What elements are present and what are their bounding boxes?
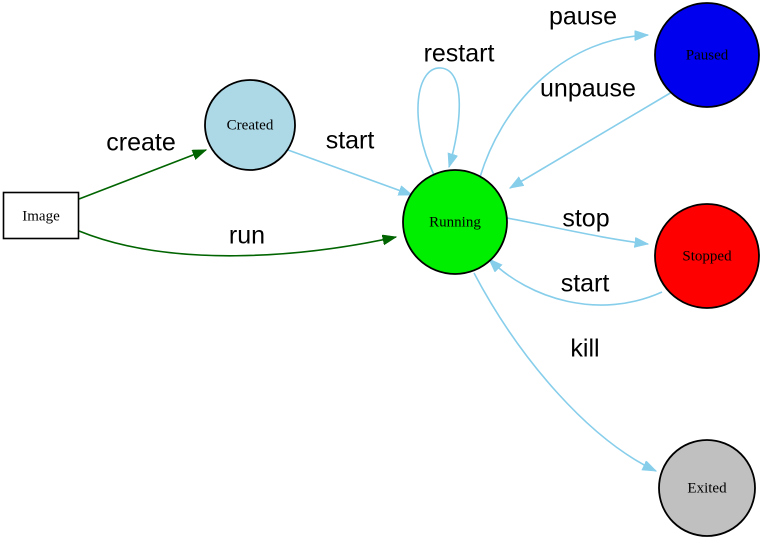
edge-kill-path [473, 272, 656, 472]
node-running-circle[interactable] [402, 169, 508, 275]
node-running[interactable]: Running [402, 169, 508, 275]
node-paused-label: Paused [686, 47, 729, 63]
edge-restart-path [417, 67, 461, 176]
edge-label-restart: restart [424, 40, 495, 68]
node-exited[interactable]: Exited [658, 439, 756, 537]
node-exited-label: Exited [687, 480, 727, 496]
edge-label-layer: create run start restart pause unpause s… [106, 3, 636, 363]
edge-run-path [78, 230, 396, 257]
node-stopped-circle[interactable] [654, 203, 760, 309]
node-running-label: Running [429, 214, 481, 230]
edge-unpause-path [510, 91, 673, 189]
edge-label-kill: kill [570, 335, 599, 363]
edge-create-path [78, 149, 206, 200]
node-stopped[interactable]: Stopped [654, 203, 760, 309]
edge-label-start-created: start [326, 127, 375, 155]
edge-label-create: create [106, 129, 175, 157]
node-created-circle[interactable] [204, 79, 296, 171]
node-paused[interactable]: Paused [654, 2, 760, 108]
edge-label-pause: pause [549, 3, 617, 31]
edge-label-start-stopped: start [561, 270, 610, 298]
edge-start-created-path [287, 149, 412, 196]
edge-layer [78, 35, 673, 472]
node-paused-circle[interactable] [654, 2, 760, 108]
edge-pause-path [479, 35, 648, 178]
node-stopped-label: Stopped [682, 248, 732, 264]
edge-label-stop: stop [562, 205, 609, 233]
node-image-label: Image [22, 208, 60, 224]
edge-label-run: run [229, 222, 265, 250]
node-created-label: Created [227, 117, 274, 133]
node-created[interactable]: Created [204, 79, 296, 171]
node-image[interactable]: Image [2, 191, 80, 240]
edge-label-unpause: unpause [540, 75, 636, 103]
edge-stop-path [506, 217, 648, 244]
node-image-rect[interactable] [2, 191, 80, 240]
node-exited-circle[interactable] [658, 439, 756, 537]
edge-start-stopped-path [489, 259, 663, 306]
